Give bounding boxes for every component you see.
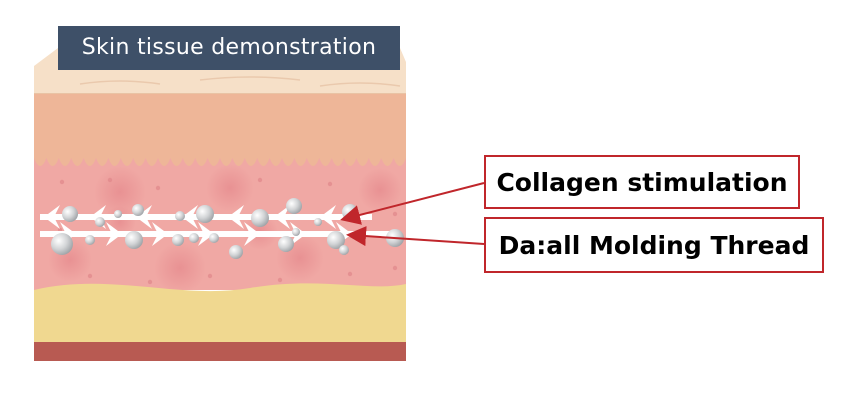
collagen-particle [292, 228, 300, 236]
collagen-particle [62, 206, 78, 222]
collagen-particle [327, 231, 345, 249]
collagen-particle [132, 204, 144, 216]
muscle-layer [34, 342, 406, 361]
dermis-dot [207, 273, 213, 279]
collagen-particle [196, 205, 214, 223]
dermis-dot [347, 271, 353, 277]
collagen-particles [51, 198, 404, 259]
collagen-particle [51, 233, 73, 255]
collagen-particle [85, 235, 95, 245]
collagen-particle [114, 210, 122, 218]
dermis-dot [392, 265, 398, 271]
collagen-arrow [340, 182, 485, 225]
collagen-particle [339, 245, 349, 255]
collagen-particle [125, 231, 143, 249]
dermis-dot [257, 177, 263, 183]
dermis-dot [155, 185, 161, 191]
dermis-dot [147, 279, 153, 285]
blood-spot [154, 242, 206, 294]
blood-spot [358, 168, 402, 212]
collagen-particle [95, 217, 105, 227]
collagen-stimulation-label: Collagen stimulation [484, 155, 800, 209]
dermis-dot [107, 177, 113, 183]
collagen-particle [314, 218, 322, 226]
collagen-particle [229, 245, 243, 259]
thread-cog [244, 222, 260, 246]
dermis-dot [392, 211, 398, 217]
thread-cog [136, 205, 152, 229]
blood-spot [94, 166, 146, 218]
dermis-small-dots [57, 177, 398, 285]
dermis-dot [327, 181, 333, 187]
thread-cog [228, 205, 244, 229]
dermis-dot [59, 179, 65, 185]
molding-thread-label: Da:all Molding Thread [484, 217, 824, 273]
thread-cog [274, 205, 290, 229]
blood-spot [206, 164, 254, 212]
thread-cog [44, 205, 60, 229]
collagen-particle [189, 233, 199, 243]
thread-cog [320, 205, 336, 229]
thread-cog [198, 222, 214, 246]
dermis-dot [87, 273, 93, 279]
thread-arrow [346, 226, 485, 247]
subcutaneous-fat-layer [34, 283, 406, 342]
collagen-particle [172, 234, 184, 246]
epidermis-scallop-edge [34, 158, 410, 166]
collagen-particle [175, 211, 185, 221]
collagen-particle [209, 233, 219, 243]
epidermis-layer [34, 94, 406, 158]
thread-cog [182, 205, 198, 229]
thread-cog [106, 222, 122, 246]
thread-cog [152, 222, 168, 246]
dermis-dot [277, 277, 283, 283]
collagen-particle [278, 236, 294, 252]
collagen-particle [251, 209, 269, 227]
surface-texture-lines [79, 76, 401, 87]
title-banner: Skin tissue demonstration [58, 26, 400, 70]
collagen-particle [286, 198, 302, 214]
